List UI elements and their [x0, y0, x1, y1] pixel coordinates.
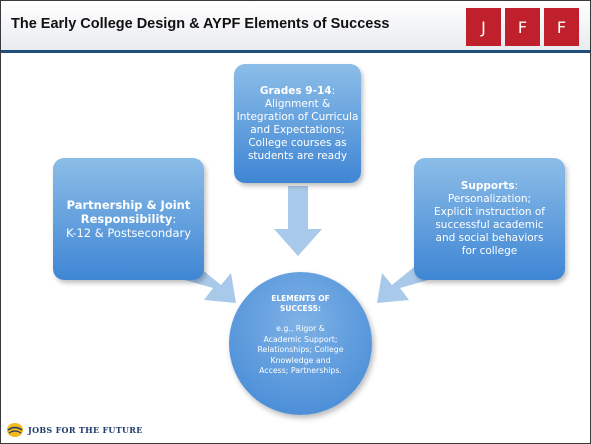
partnership-heading-text-2: Responsibility: [80, 212, 173, 226]
logo-badge-f1: F: [505, 8, 540, 46]
partnership-colon: :: [172, 212, 177, 226]
partnership-heading-1: Partnership & Joint: [53, 198, 204, 212]
supports-heading-line: Supports:: [414, 180, 565, 193]
grades-heading-line: Grades 9-14:: [234, 85, 361, 98]
grades-colon: :: [331, 84, 336, 97]
partnership-box: Partnership & Joint Responsibility: K-12…: [53, 158, 204, 280]
title-bar: The Early College Design & AYPF Elements…: [1, 1, 590, 53]
supports-line-3: successful academic: [435, 219, 544, 231]
grades-line-2: Integration of Curricula: [236, 110, 359, 123]
circle-line-2: Academic Support;: [263, 334, 338, 344]
circle-heading-2: SUCCESS:: [279, 304, 322, 313]
logo-badge-j: J: [466, 8, 501, 46]
supports-box: Supports: Personalization; Explicit inst…: [414, 158, 565, 280]
partnership-body: K-12 & Postsecondary: [65, 226, 192, 240]
supports-line-5: for college: [461, 245, 518, 257]
circle-heading: ELEMENTS OF SUCCESS:: [247, 294, 354, 314]
supports-heading: Supports: [460, 180, 515, 192]
slide-title: The Early College Design & AYPF Elements…: [11, 16, 390, 32]
circle-line-1: e.g., Rigor &: [276, 324, 325, 333]
grades-line-1: Alignment &: [264, 97, 331, 110]
circle-body: e.g., Rigor & Academic Support; Relation…: [241, 324, 360, 377]
logo-badge-f2: F: [544, 8, 579, 46]
arrow-down: [274, 186, 322, 256]
circle-line-4: Knowledge and: [270, 355, 331, 365]
grades-line-5: students are ready: [247, 149, 348, 162]
footer-logo: JOBS FOR THE FUTURE: [6, 421, 143, 439]
supports-line-2: Explicit instruction of: [434, 206, 545, 218]
grades-box: Grades 9-14: Alignment & Integration of …: [234, 64, 361, 183]
supports-colon: :: [514, 180, 519, 192]
circle-line-5: Access; Partnerships.: [259, 366, 342, 375]
partnership-heading-text-1: Partnership & Joint: [66, 198, 191, 212]
globe-icon: [7, 423, 23, 437]
supports-line-1: Personalization;: [447, 193, 532, 205]
circle-heading-1: ELEMENTS OF: [271, 294, 330, 303]
footer-logo-text: JOBS FOR THE FUTURE: [28, 425, 143, 435]
elements-of-success-circle: ELEMENTS OF SUCCESS: e.g., Rigor & Acade…: [229, 272, 372, 415]
grades-line-3: and Expectations;: [250, 123, 345, 136]
grades-line-4: College courses as: [248, 136, 347, 149]
partnership-heading-2: Responsibility:: [53, 212, 204, 226]
circle-line-3: Relationships; College: [257, 345, 344, 354]
grades-heading: Grades 9-14: [259, 84, 332, 97]
supports-line-4: and social behaviors: [435, 232, 544, 244]
